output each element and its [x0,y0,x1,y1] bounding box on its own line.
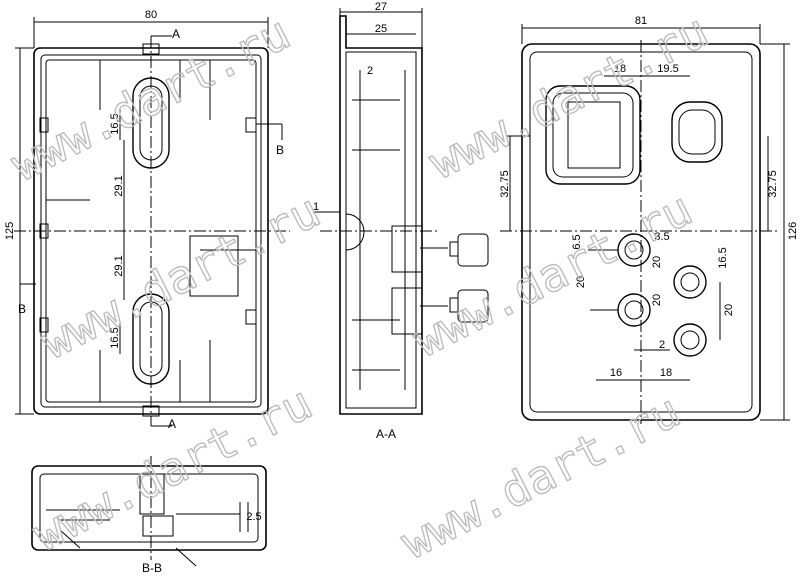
right-width-label: 81 [635,15,647,27]
right-dim-18-top: 18 [614,63,626,75]
section-b-left-label: B [18,302,26,316]
aa-caption: A-A [376,427,396,441]
right-dim-3-5: 3.5 [654,231,669,243]
section-bb-labels: 2.5 B-B [142,511,262,575]
front-upper-slot-label: 16.5 [109,113,121,134]
right-dim-16-5: 16.5 [717,247,729,268]
section-b-right-label: B [276,143,284,157]
section-a-top-label: A [172,27,180,41]
watermark-3: www.dart.ru [24,375,320,561]
right-view [500,24,790,424]
section-aa-labels: 27 25 2 1 A-A [313,1,396,441]
right-dim-20-a: 20 [575,276,587,288]
right-dim-6-5: 6.5 [571,234,583,249]
right-left-half-label: 32.75 [499,170,511,198]
front-lower-mid-label: 29.1 [113,255,125,276]
right-dim-18-bottom: 18 [660,367,672,379]
aa-inner-width-label: 25 [375,23,387,35]
right-dim-20-c: 20 [651,294,663,306]
front-upper-mid-label: 29.1 [113,175,125,196]
watermark-6: www.dart.ru [392,383,688,569]
watermark-5: www.dart.ru [404,181,700,367]
section-a-bottom-label: A [168,417,176,431]
front-view-labels: 80 125 16.5 29.1 29.1 16.5 A A B B [4,9,284,431]
watermarks: www.dart.ru www.dart.ru www.dart.ru www.… [2,3,717,571]
right-dim-16: 16 [610,367,622,379]
right-dim-20-right: 20 [723,304,735,316]
right-right-half-label: 32.75 [767,170,779,198]
right-dim-19-5: 19.5 [657,63,678,75]
bb-dim-2-5: 2.5 [246,511,261,523]
watermark-1: www.dart.ru [2,5,298,191]
right-view-labels: 81 126 32.75 32.75 18 19.5 6.5 3.5 20 20… [499,15,799,379]
front-lower-slot-label: 16.5 [109,327,121,348]
aa-outer-width-label: 27 [375,1,387,13]
section-aa-view [313,8,489,415]
watermark-2: www.dart.ru [32,183,328,369]
front-height-label: 125 [4,222,16,240]
front-width-label: 80 [145,9,157,21]
right-dim-2: 2 [659,339,665,351]
aa-step-label: 1 [313,201,319,213]
right-dim-20-b: 20 [651,256,663,268]
right-height-label: 126 [787,222,799,240]
front-view [14,17,290,427]
bb-caption: B-B [142,561,162,575]
aa-wall-label: 2 [367,65,373,77]
section-bb-view [31,456,267,567]
